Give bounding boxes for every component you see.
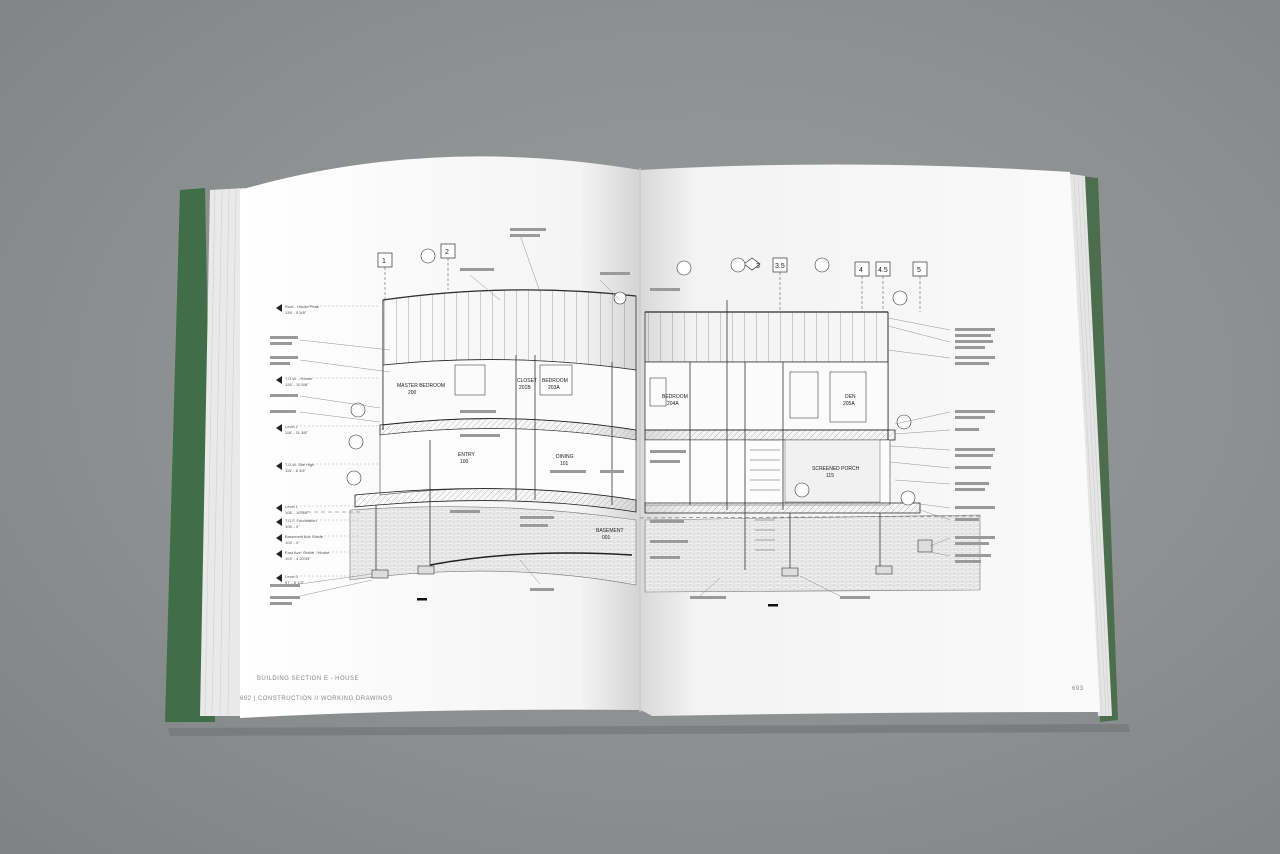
room-name: BEDROOM (662, 394, 688, 400)
room-name: DEN (845, 394, 856, 400)
level-elev: 139' - 5 5/8" (285, 310, 307, 315)
page-footer: 692 | CONSTRUCTION // WORKING DRAWINGS (240, 696, 393, 702)
room-number: 115 (826, 473, 834, 479)
room-number: 101 (560, 461, 569, 467)
level-name: Level 0 (285, 574, 299, 579)
right-page-stack (1070, 174, 1112, 716)
level-name: T.O.W. Site High (285, 462, 314, 467)
book-shadow (168, 724, 1130, 736)
room-name: MASTER BEDROOM (397, 383, 445, 389)
grid-label: 4 (859, 267, 863, 274)
grid-label: 3.5 (775, 263, 785, 270)
level-elev: 106' - 0" (285, 524, 300, 529)
room-name: SCREENED PORCH (812, 466, 860, 472)
level-name: T.O.W. - House (285, 376, 313, 381)
grid-label: 4.5 (878, 267, 888, 274)
room-number: 200 (408, 390, 417, 396)
room-number: 001 (602, 535, 611, 541)
building-section-drawing (270, 228, 995, 607)
level-elev: 104' - 0" (285, 540, 300, 545)
drawing-caption: BUILDING SECTION E - HOUSE (257, 676, 359, 682)
room-number: 100 (460, 459, 469, 465)
room-name: DINING (556, 454, 574, 460)
room-number: 201B (519, 385, 531, 391)
level-name: Basement Ave Grade (285, 534, 324, 539)
page-number: 693 (1072, 686, 1084, 692)
level-name: Roof - House Peak (285, 304, 319, 309)
room-number: 203A (548, 385, 560, 391)
room-number: 205A (843, 401, 855, 407)
room-name: BASEMENT (596, 528, 624, 534)
grid-label: 1 (382, 258, 386, 265)
level-elev: 103' - 4 20/35" (285, 556, 311, 561)
room-number: 204A (667, 401, 679, 407)
level-elev: 115' - 8 3/4" (285, 468, 307, 473)
level-name: Level 2 (285, 424, 299, 429)
level-name: East Ave. Grade - House (285, 550, 330, 555)
room-name: ENTRY (458, 452, 476, 458)
level-elev: 126' - 10 5/8" (285, 382, 309, 387)
level-elev: 106' - 10 3/8" (285, 510, 309, 515)
grid-label: 2 (445, 249, 449, 256)
grid-label: 3 (756, 263, 760, 270)
room-name: CLOSET (517, 378, 537, 384)
room-name: BEDROOM (542, 378, 568, 384)
level-name: T.O.F. Foundation (285, 518, 317, 523)
level-elev: 97' - 8 1/2" (285, 580, 305, 585)
level-name: Level 1 (285, 504, 299, 509)
level-elev: 118' - 11 3/8" (285, 430, 309, 435)
grid-label: 5 (917, 267, 921, 274)
